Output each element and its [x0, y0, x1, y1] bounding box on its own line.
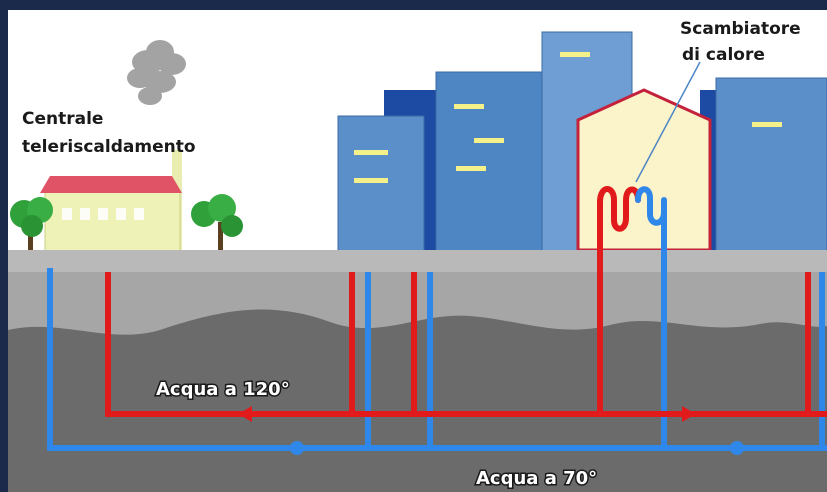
hot-pipes — [105, 200, 827, 417]
smoke-cloud — [127, 40, 186, 105]
exchanger-label-line1: Scambiatore — [680, 19, 801, 39]
plant-label-line1: Centrale — [22, 109, 103, 129]
heat-exchanger-coil — [597, 186, 667, 232]
exchanger-label-line2: di calore — [682, 45, 765, 65]
cold-flow-markers — [290, 441, 744, 455]
tree-left — [10, 197, 53, 252]
cold-water-label: Acqua a 70° — [476, 468, 597, 489]
hot-flow-markers — [238, 406, 696, 422]
exchanger-pointer — [635, 61, 701, 183]
underground — [8, 250, 827, 492]
hot-water-label: Acqua a 120° — [156, 379, 290, 400]
plant-label-line2: teleriscaldamento — [22, 137, 196, 157]
soil-deep — [8, 309, 827, 492]
heating-plant — [40, 150, 182, 253]
cold-pipes — [47, 200, 827, 451]
tree-right — [191, 194, 243, 252]
city-buildings — [337, 31, 827, 253]
